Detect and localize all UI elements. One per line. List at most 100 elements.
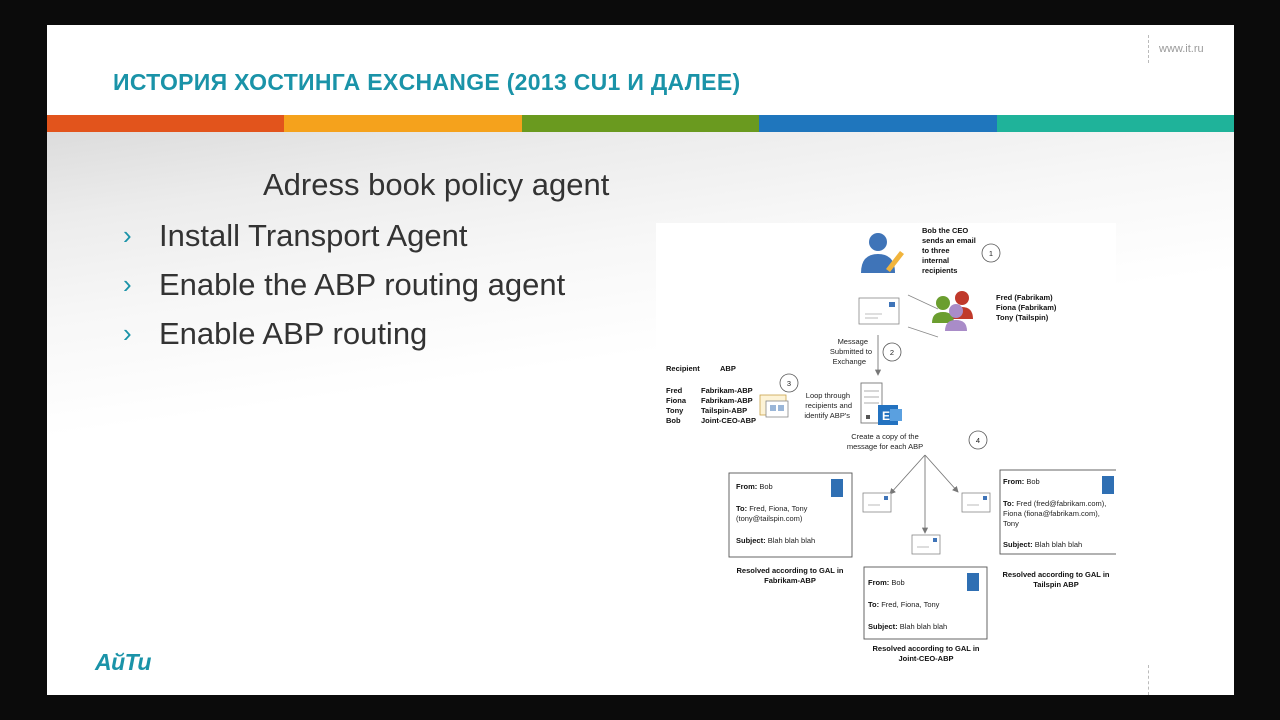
step-badge-1: 1	[981, 243, 1001, 263]
to-value: Fred (fred@fabrikam.com),	[1016, 499, 1106, 508]
stripe-green	[521, 115, 760, 132]
to-value: (tony@tailspin.com)	[736, 514, 803, 523]
table-header: Recipient	[666, 364, 700, 373]
table-cell: Fred	[666, 386, 683, 395]
phone-icon	[1102, 476, 1114, 494]
step2-line: Submitted to	[830, 347, 872, 356]
bullet-list: › Install Transport Agent › Enable the ABP…	[123, 211, 565, 358]
step4-text: Create a copy of the message for each AB…	[847, 432, 923, 451]
step4-line: message for each ABP	[847, 442, 923, 451]
stripe-teal	[996, 115, 1234, 132]
from-label: From:	[736, 482, 757, 491]
step2-line: Exchange	[833, 357, 866, 366]
svg-text:From: Bob: From: Bob	[868, 578, 905, 587]
bullet-text: Enable the ABP routing agent	[159, 266, 566, 302]
to-value: Fred, Fiona, Tony	[881, 600, 939, 609]
exchange-letter: E	[882, 409, 890, 423]
step1-line: to three	[922, 246, 950, 255]
card-caption: Resolved according to GAL in	[1003, 570, 1110, 579]
color-stripe-bar	[47, 115, 1234, 132]
connector-line	[907, 294, 939, 310]
table-cell: Joint-CEO-ABP	[701, 416, 756, 425]
card-caption: Fabrikam-ABP	[764, 576, 816, 585]
abp-routing-diagram: Bob the CEO sends an email to three inte…	[656, 223, 1116, 670]
subject-value: Blah blah blah	[900, 622, 948, 631]
email-envelope-icon	[961, 492, 991, 513]
card-caption: Resolved according to GAL in	[737, 566, 844, 575]
recipients-group-icon	[932, 291, 973, 331]
table-cell: Fiona	[666, 396, 687, 405]
abp-table: Recipient ABP Fred Fabrikam-ABP Fiona Fa…	[666, 364, 756, 425]
table-cell: Bob	[666, 416, 681, 425]
chevron-right-icon: ›	[123, 220, 132, 250]
table-cell: Tony	[666, 406, 684, 415]
to-value: Fiona (fiona@fabrikam.com),	[1003, 509, 1100, 518]
message-card-left: From: Bob To: Fred, Fiona, Tony (tony@ta…	[728, 472, 853, 558]
svg-text:To: Fred (fred@fabrikam.com),: To: Fred (fred@fabrikam.com),	[1003, 499, 1106, 508]
subject-label: Subject:	[736, 536, 766, 545]
subject-value: Blah blah blah	[1035, 540, 1083, 549]
step2-text: Message Submitted to Exchange	[830, 337, 872, 366]
svg-text:Subject: Blah blah blah: Subject: Blah blah blah	[736, 536, 815, 545]
divider-bottom	[1148, 665, 1149, 695]
step-number: 3	[787, 379, 791, 388]
from-value: Bob	[759, 482, 772, 491]
from-label: From:	[1003, 477, 1024, 486]
step-badge-4: 4	[968, 430, 988, 450]
step-badge-2: 2	[882, 342, 902, 362]
step4-line: Create a copy of the	[851, 432, 919, 441]
svg-text:From: Bob: From: Bob	[736, 482, 773, 491]
recipient-name: Tony (Tailspin)	[996, 313, 1049, 322]
table-cell: Fabrikam-ABP	[701, 396, 753, 405]
step-badge-3: 3	[779, 373, 799, 393]
subject-label: Subject:	[868, 622, 898, 631]
recipient-names: Fred (Fabrikam) Fiona (Fabrikam) Tony (T…	[996, 293, 1057, 322]
bullet-text: Install Transport Agent	[159, 217, 468, 253]
ceo-person-icon	[861, 233, 904, 273]
stripe-yellow	[284, 115, 522, 132]
step3-line: Loop through	[806, 391, 850, 400]
step-number: 4	[976, 436, 980, 445]
site-url: www.it.ru	[1159, 43, 1204, 55]
step3-text: Loop through recipients and identify ABP…	[804, 391, 852, 420]
stripe-orange	[47, 115, 285, 132]
to-value: Tony	[1003, 519, 1019, 528]
bullet-item: ›Enable ABP routing	[123, 309, 565, 358]
bullet-text: Enable ABP routing	[159, 315, 428, 351]
to-label: To:	[1003, 499, 1014, 508]
phone-icon	[967, 573, 979, 591]
step3-line: identify ABP's	[804, 411, 850, 420]
svg-text:To: Fred, Fiona, Tony: To: Fred, Fiona, Tony	[868, 600, 940, 609]
card-caption: Resolved according to GAL in	[873, 644, 980, 653]
recipient-name: Fred (Fabrikam)	[996, 293, 1053, 302]
slide-title: ИСТОРИЯ ХОСТИНГА EXCHANGE (2013 CU1 И ДА…	[113, 69, 741, 95]
arrow-left	[889, 454, 926, 495]
table-header: ABP	[720, 364, 736, 373]
address-book-icon	[759, 394, 789, 418]
step1-line: sends an email	[922, 236, 976, 245]
divider-top	[1148, 35, 1149, 63]
bullet-item: › Enable the ABP routing agent	[123, 260, 565, 309]
slide-subtitle: Adress book policy agent	[263, 167, 610, 202]
arrow-right	[924, 454, 959, 493]
table-cell: Fabrikam-ABP	[701, 386, 753, 395]
message-card-right: From: Bob To: Fred (fred@fabrikam.com), …	[999, 469, 1116, 555]
connector-line	[907, 326, 939, 338]
subject-value: Blah blah blah	[768, 536, 816, 545]
card-caption: Joint-CEO-ABP	[899, 654, 954, 663]
recipient-name: Fiona (Fabrikam)	[996, 303, 1057, 312]
step1-text: Bob the CEO sends an email to three inte…	[922, 226, 976, 275]
company-logo: АйТи	[95, 649, 151, 675]
step-number: 2	[890, 348, 894, 357]
svg-text:Subject: Blah blah blah: Subject: Blah blah blah	[1003, 540, 1082, 549]
to-value: Fred, Fiona, Tony	[749, 504, 807, 513]
to-label: To:	[736, 504, 747, 513]
stripe-blue	[759, 115, 997, 132]
phone-icon	[831, 479, 843, 497]
to-label: To:	[868, 600, 879, 609]
chevron-right-icon: ›	[123, 269, 132, 299]
bullet-item: › Install Transport Agent	[123, 211, 565, 260]
from-value: Bob	[1026, 477, 1039, 486]
subject-label: Subject:	[1003, 540, 1033, 549]
slide: ИСТОРИЯ ХОСТИНГА EXCHANGE (2013 CU1 И ДА…	[47, 25, 1234, 695]
